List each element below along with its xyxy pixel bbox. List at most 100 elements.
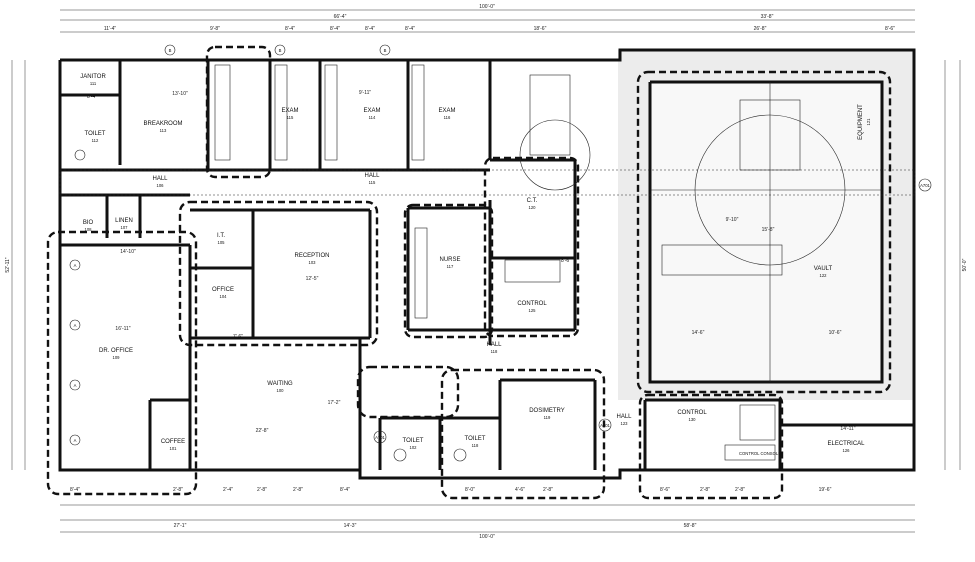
room-control-130-num: 130 <box>689 417 697 422</box>
gridline-bubbles: A A A A B B B A701 A701 A701 <box>69 44 932 446</box>
room-office-name: OFFICE <box>212 287 234 293</box>
dim-misc-13: 9'-11" <box>359 90 372 96</box>
grid-mark-a-3: A <box>74 383 77 388</box>
dim-misc-4: 22'-8" <box>256 428 269 434</box>
grid-mark-b-1: B <box>169 48 172 53</box>
dim-bottom-sub-1: 2'-8" <box>173 487 183 493</box>
room-breakroom-name: BREAKROOM <box>143 121 182 127</box>
room-ct-name: C.T. <box>527 198 538 204</box>
room-exam-114-num: 114 <box>369 115 376 120</box>
dim-misc-7: 14'-11" <box>840 426 855 432</box>
dim-bottom-sub-2: 2'-4" <box>223 487 233 493</box>
dim-bottom-sub-4: 2'-8" <box>293 487 303 493</box>
room-bio-name: BIO <box>83 220 94 226</box>
dim-misc-14: 8'-4" <box>87 94 97 100</box>
grid-mark-a-1: A <box>74 263 77 268</box>
fixtures <box>59 64 916 462</box>
room-it-num: 105 <box>218 240 226 245</box>
dim-top-sub-1: 9'-8" <box>210 26 220 32</box>
vault-interior <box>650 82 882 382</box>
room-hall-106-name: HALL <box>152 176 168 182</box>
dim-bottom-sub-6: 8'-0" <box>465 487 475 493</box>
room-janitor-name: JANITOR <box>80 74 106 80</box>
room-coffee-name: COFFEE <box>161 439 185 445</box>
room-nurse-name: NURSE <box>439 257 460 263</box>
dim-overall-top: 100'-0" <box>479 4 495 10</box>
dim-misc-1: 14'-10" <box>120 249 136 255</box>
dim-bottom-sub-3: 2'-8" <box>257 487 267 493</box>
room-toilet-102-name: TOILET <box>403 438 424 444</box>
room-equipment-name: EQUIPMENT <box>858 104 864 140</box>
room-exam-115-num: 115 <box>287 115 294 120</box>
room-breakroom-num: 113 <box>160 128 167 133</box>
room-hall-115-name: HALL <box>364 173 380 179</box>
dim-bottom-sub-10: 2'-8" <box>700 487 710 493</box>
dim-bottom-sub-7: 4'-6" <box>515 487 525 493</box>
room-linen-num: 107 <box>121 225 129 230</box>
grid-mark-a-2: A <box>74 323 77 328</box>
exterior-walls <box>58 48 916 480</box>
room-electrical-name: ELECTRICAL <box>827 441 865 447</box>
dim-bottom-right-total: 58'-8" <box>684 523 697 529</box>
dim-bottom-sub-9: 8'-6" <box>660 487 670 493</box>
room-equipment-num: 121 <box>866 118 871 126</box>
dim-bottom-sub-0: 8'-4" <box>70 487 80 493</box>
dimension-strings: 100'-0" 66'-4" 33'-8" 11'-4" 9'-8" 8'-4"… <box>5 4 968 540</box>
room-toilet-118-name: TOILET <box>465 436 486 442</box>
dim-left-top-total: 66'-4" <box>334 14 347 20</box>
dim-bottom-sub-8: 2'-8" <box>543 487 553 493</box>
room-hall-123-name: HALL <box>616 414 632 420</box>
room-waiting-num: 100 <box>277 388 285 393</box>
section-tag-toilet: A701 <box>375 435 385 440</box>
room-exam-114-name: EXAM <box>363 108 380 114</box>
room-hall-118-name: HALL <box>486 342 502 348</box>
room-electrical-num: 126 <box>843 448 851 453</box>
room-control-125-name: CONTROL <box>517 301 547 307</box>
grid-mark-a-4: A <box>74 438 77 443</box>
room-toilet-118-num: 118 <box>472 443 479 448</box>
room-office-num: 104 <box>220 294 228 299</box>
dim-misc-0: 13'-10" <box>172 91 188 97</box>
dim-top-sub-6: 18'-6" <box>534 26 547 32</box>
room-dosimetry-num: 119 <box>544 415 551 420</box>
grid-mark-b-2: B <box>279 48 282 53</box>
dim-bottom-left-total: 27'-1" <box>174 523 187 529</box>
room-hall-118-num: 118 <box>491 349 498 354</box>
grid-mark-b-3: B <box>384 48 387 53</box>
room-exam-116-num: 116 <box>444 115 451 120</box>
dim-misc-2: 12'-5" <box>306 276 319 282</box>
room-janitor-num: 111 <box>90 81 97 86</box>
room-toilet-112-num: 112 <box>92 138 99 143</box>
dim-bottom-mid-total: 14'-3" <box>344 523 357 529</box>
room-dr-office-num: 109 <box>113 355 121 360</box>
room-reception-num: 103 <box>309 260 317 265</box>
dim-overall-bottom: 100'-0" <box>479 534 495 540</box>
room-exam-116-name: EXAM <box>438 108 455 114</box>
room-vault-name: VAULT <box>814 266 833 272</box>
room-labels: JANITOR 111 TOILET 112 BREAKROOM 113 EXA… <box>80 74 871 456</box>
room-control-130-name: CONTROL <box>677 410 707 416</box>
dim-top-sub-0: 11'-4" <box>104 26 117 32</box>
dim-top-sub-8: 8'-6" <box>885 26 895 32</box>
room-dr-office-name: DR. OFFICE <box>99 348 133 354</box>
room-ct-num: 120 <box>529 205 537 210</box>
room-vault-num: 122 <box>820 273 828 278</box>
dim-top-sub-4: 8'-4" <box>365 26 375 32</box>
dim-left-side-total: 52'-11" <box>5 257 11 272</box>
room-toilet-102-num: 102 <box>410 445 418 450</box>
room-it-name: I.T. <box>217 233 225 239</box>
room-waiting-name: WAITING <box>267 381 293 387</box>
section-tag-right: A701 <box>920 183 930 188</box>
room-hall-106-num: 106 <box>157 183 165 188</box>
interior-walls <box>60 60 914 478</box>
dim-right-side-total: 50'-0" <box>962 258 968 271</box>
room-control-125-num: 125 <box>529 308 537 313</box>
dim-top-sub-3: 8'-4" <box>330 26 340 32</box>
dim-bottom-sub-11: 2'-8" <box>735 487 745 493</box>
dashed-enclosures <box>46 45 892 500</box>
dim-top-sub-7: 26'-8" <box>754 26 767 32</box>
room-toilet-112-name: TOILET <box>85 131 106 137</box>
dim-misc-11: 8'-6" <box>561 258 571 264</box>
dim-misc-5: 14'-6" <box>692 330 705 336</box>
